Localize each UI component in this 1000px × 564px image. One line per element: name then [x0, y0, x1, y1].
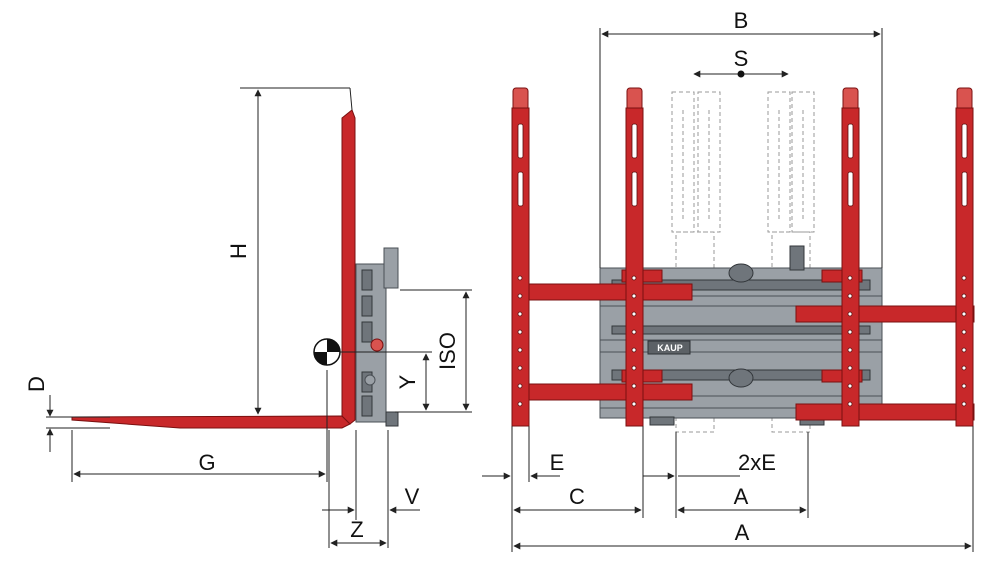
label-Z: Z	[350, 517, 363, 542]
dimension-G: G	[71, 370, 328, 482]
fork-shank	[341, 109, 356, 425]
bottom-dimensions: E 2xE C A A	[482, 426, 974, 552]
label-C: C	[569, 484, 585, 509]
fork-front-4	[955, 87, 974, 427]
brand-plate-text: KAUP	[657, 343, 683, 353]
label-A-outer: A	[735, 520, 750, 545]
fork-front-1	[511, 87, 530, 427]
arm-right-lower	[795, 403, 975, 421]
label-G: G	[198, 450, 215, 475]
dimension-S: S	[693, 46, 789, 78]
fork-front-3	[841, 87, 860, 427]
label-2xE: 2xE	[738, 450, 776, 475]
front-view: KAUP	[482, 8, 975, 552]
dimension-B: B	[599, 8, 883, 268]
carriage-side	[355, 247, 399, 427]
side-view: H D G V Z	[24, 87, 472, 548]
label-V: V	[405, 484, 420, 509]
fork-front-2	[625, 87, 644, 427]
brand-plate: KAUP	[647, 340, 691, 355]
dimension-H: H	[226, 87, 350, 415]
dimension-Y-ISO: Y ISO	[340, 289, 472, 413]
label-Y: Y	[395, 374, 420, 389]
label-A-inner: A	[734, 484, 749, 509]
label-S: S	[734, 46, 749, 71]
label-D: D	[24, 376, 49, 392]
dimension-Z-V: V Z	[322, 430, 420, 548]
fork-blade	[71, 415, 351, 429]
dimension-D: D	[24, 376, 110, 452]
label-E: E	[550, 450, 565, 475]
label-B: B	[734, 8, 749, 33]
arm-right-upper	[795, 305, 975, 323]
label-ISO: ISO	[435, 332, 460, 370]
center-of-gravity-icon	[313, 338, 341, 366]
arm-left-lower	[511, 383, 693, 401]
ghost-forks	[671, 91, 815, 433]
arm-left-upper	[511, 283, 693, 301]
label-H: H	[226, 243, 251, 259]
